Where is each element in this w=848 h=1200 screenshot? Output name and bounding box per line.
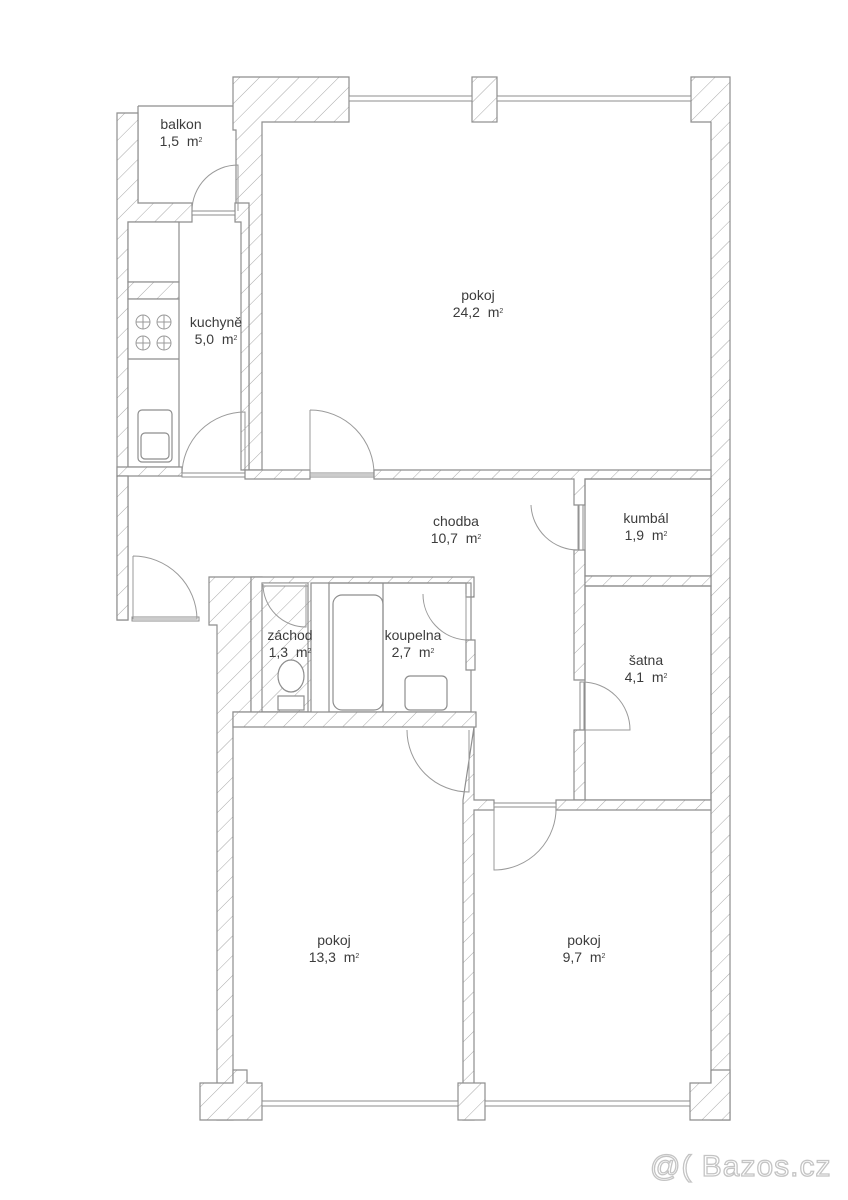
bathroom-door-swing [422, 593, 467, 641]
window-top-1 [348, 95, 473, 102]
stove-icon [135, 314, 172, 351]
washbasin-icon [404, 675, 448, 711]
kitchen [116, 221, 246, 478]
room-label-pokoj-13: pokoj 13,3 m2 [308, 932, 360, 965]
kitchen-counter-top [127, 221, 180, 283]
balcony-door-threshold [191, 210, 236, 216]
window-bottom-1 [261, 1100, 459, 1107]
satna-door-swing [581, 681, 631, 731]
room-label-koupelna: koupelna 2,7 m2 [384, 627, 442, 660]
wc-door-swing [262, 583, 307, 628]
room-label-satna: šatna 4,1 m2 [624, 652, 668, 685]
room-label-kumbal: kumbál 1,9 m2 [623, 510, 669, 543]
room-label-pokoj-24: pokoj 24,2 m2 [452, 287, 504, 320]
balcony-door-swing [191, 164, 239, 212]
toilet-icon [277, 659, 305, 693]
room-label-chodba: chodba 10,7 m2 [430, 513, 482, 546]
wc-bathroom [232, 576, 477, 728]
bazos-watermark: @( Bazos.cz [649, 1149, 832, 1183]
entry-door-swing [132, 555, 198, 620]
bottom-wall [199, 1069, 731, 1121]
window-top-2 [496, 95, 692, 102]
entry [116, 475, 263, 1121]
pokoj-2-door-swing [406, 729, 470, 793]
pokoj-3-door-swing [493, 804, 557, 871]
room-label-kuchyne: kuchyně 5,0 m2 [189, 314, 243, 347]
hall-top-wall [244, 409, 712, 506]
kitchen-door-swing [181, 411, 246, 476]
kumbal-door-swing [530, 504, 579, 551]
bathtub-icon [332, 594, 384, 711]
hall-right [406, 478, 712, 1121]
room-label-balkon: balkon 1,5 m2 [159, 116, 203, 149]
pokoj-door-swing [309, 409, 375, 476]
room-label-pokoj-9: pokoj 9,7 m2 [562, 932, 606, 965]
room-label-zachod: záchod 1,3 m2 [267, 627, 313, 660]
window-bottom-2 [484, 1100, 691, 1107]
kitchen-door-threshold [181, 472, 246, 478]
